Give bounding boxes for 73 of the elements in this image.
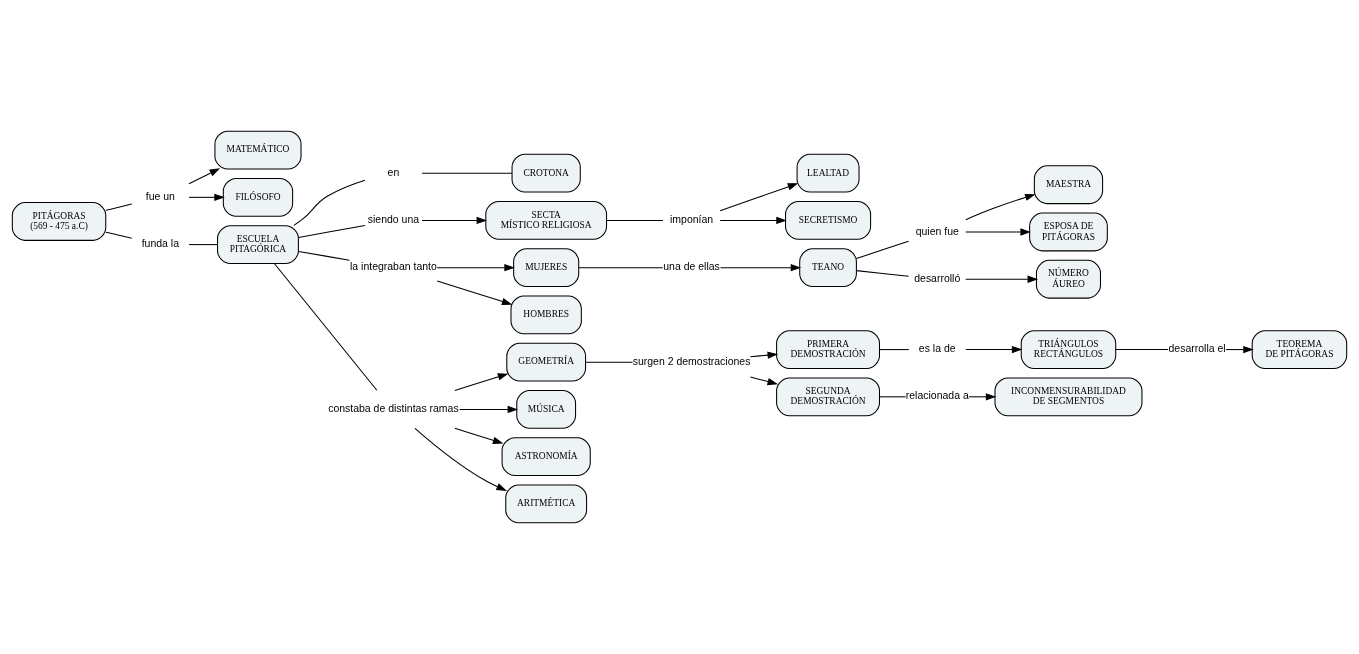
node-box: INCONMENSURABILIDAD DE SEGMENTOS (994, 377, 1143, 417)
node-box: PITÁGORAS (569 - 475 a.C) (11, 202, 107, 241)
connector (606, 219, 664, 221)
node-text: constaba de distintas ramas (328, 403, 459, 415)
node-text: relacionada a (905, 390, 969, 402)
node-box: MAESTRA (1033, 165, 1104, 205)
node-box: MÚSICA (516, 390, 577, 429)
node-text: desarrolla el (1168, 343, 1226, 355)
connector (879, 396, 907, 398)
connector (105, 203, 133, 211)
node-box: NÚMERO ÁUREO (1035, 259, 1102, 299)
node-text: imponían (670, 214, 714, 226)
node-box: ESPOSA DE PITÁGORAS (1029, 212, 1108, 252)
node-text: es la de (918, 343, 956, 355)
connector (578, 267, 664, 269)
arrow (719, 216, 787, 225)
node-box: TEANO (799, 248, 857, 288)
node-text: siendo una (367, 214, 420, 226)
connector (855, 270, 910, 277)
connector (105, 231, 133, 239)
arrow (965, 193, 1036, 221)
node-box: GEOMETRÍA (506, 342, 587, 382)
arrow (414, 427, 507, 491)
node-text: la integraban tanto (349, 261, 437, 273)
connector (188, 244, 218, 246)
node-box: ESCUELA PITAGÓRICA (217, 225, 299, 264)
node-box: FILÓSOFO (222, 177, 294, 217)
arrow (436, 280, 513, 305)
node-box: SECTA MÍSTICO RELIGIOSA (485, 201, 608, 240)
node-text: en (387, 166, 400, 178)
node-box: CROTONA (511, 153, 581, 193)
node-text: funda la (141, 238, 179, 250)
node-box: ARITMÉTICA (505, 484, 588, 524)
node-text: quien fue (915, 225, 959, 237)
connector (421, 172, 513, 174)
arrow (965, 275, 1039, 283)
arrow (459, 405, 519, 414)
arrow (749, 351, 779, 359)
node-text: surgen 2 demostraciones (632, 355, 751, 367)
node-box: HOMBRES (510, 295, 582, 335)
node-text: fue un (145, 190, 175, 202)
connector (298, 250, 350, 261)
connector (273, 262, 378, 391)
node-box: SEGUNDA DEMOSTRACIÓN (776, 377, 881, 417)
arrow (188, 193, 225, 201)
node-box: TEOREMA DE PITÁGORAS (1251, 330, 1348, 369)
node-text: desarrolló (914, 272, 961, 284)
arrow (965, 228, 1031, 236)
arrow (968, 393, 997, 401)
arrow (454, 427, 504, 444)
node-box: LEALTAD (796, 153, 860, 193)
node-box: PRIMERA DEMOSTRACIÓN (776, 330, 881, 369)
arrow (1225, 345, 1254, 354)
arrow (421, 216, 488, 225)
connector (293, 179, 366, 226)
connector (879, 349, 910, 351)
arrow (719, 183, 799, 212)
node-text: una de ellas (663, 261, 720, 273)
node-box: MUJERES (513, 248, 580, 288)
arrow (719, 264, 802, 272)
arrow (454, 373, 509, 391)
connector (585, 361, 634, 363)
node-box: MATEMÁTICO (214, 130, 302, 170)
arrow (965, 345, 1023, 354)
arrow (188, 168, 221, 185)
connector (1115, 349, 1169, 351)
arrow (749, 376, 778, 386)
node-box: TRIÁNGULOS RECTÁNGULOS (1020, 330, 1117, 369)
arrow (436, 264, 515, 272)
node-box: SECRETISMO (785, 201, 872, 240)
connector (855, 240, 910, 260)
connector (298, 224, 366, 238)
node-box: ASTRONOMÍA (501, 437, 591, 477)
